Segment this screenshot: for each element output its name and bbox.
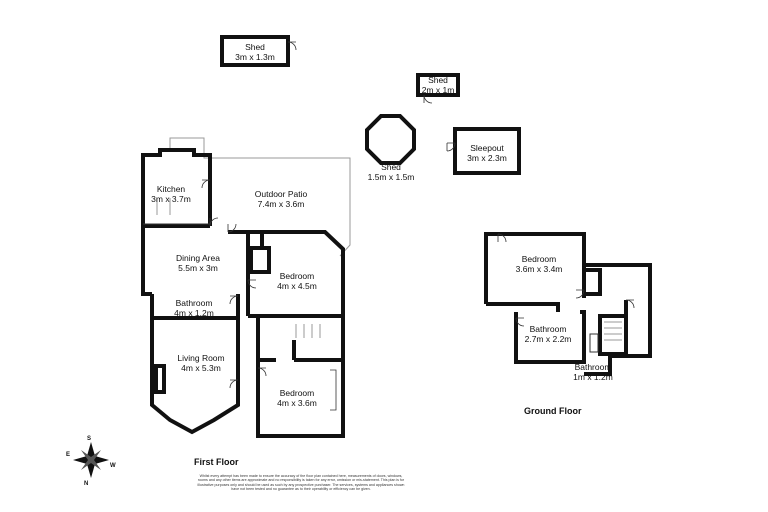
room-label-outdoor-patio: Outdoor Patio 7.4m x 3.6m [255,189,307,209]
room-dims: 7.4m x 3.6m [257,199,305,209]
shed-1-outline [220,35,297,67]
room-label-kitchen: Kitchen 3m x 3.7m [151,184,191,204]
room-name: Bathroom [175,298,213,308]
room-name: Bathroom [574,362,612,372]
room-label-shed-octagon: Shed 1.5m x 1.5m [368,162,415,182]
room-label-shed-2: Shed 2m x 1m [422,75,455,95]
room-dims: 1.5m x 1.5m [367,172,415,182]
compass-east-letter: E [66,452,71,458]
compass-west-letter: W [110,463,116,469]
room-dims: 1m x 1.2m [573,372,613,382]
first-floor-details [143,179,337,411]
room-dims: 4m x 1.2m [174,308,214,318]
first-floor-walls [141,148,345,438]
room-label-bedroom-3: Bedroom 3.6m x 3.4m [516,254,563,274]
room-label-sleepout: Sleepout 3m x 2.3m [467,143,507,163]
room-dims: 4m x 5.3m [181,363,221,373]
room-label-bedroom-1: Bedroom 4m x 4.5m [277,271,317,291]
room-name: Outdoor Patio [254,189,308,199]
room-name: Dining Area [176,253,220,263]
disclaimer-text: Whilst every attempt has been made to en… [197,474,405,492]
room-dims: 3m x 3.7m [151,194,191,204]
sleepout-outline [446,127,521,175]
patio-outline [169,137,351,257]
room-label-bathroom-1: Bathroom 4m x 1.2m [174,298,214,318]
room-dims: 4m x 4.5m [277,281,317,291]
room-label-dining-area: Dining Area 5.5m x 3m [176,253,220,273]
ground-floor-details [497,233,635,353]
room-name: Sleepout [470,143,504,153]
compass-south-letter: S [87,436,92,442]
ground-floor-label: Ground Floor [524,406,582,416]
compass-rose-icon [73,442,109,478]
first-floor-label: First Floor [194,457,239,467]
room-name: Shed [381,162,401,172]
room-name: Shed [245,42,265,52]
room-name: Bedroom [279,271,315,281]
room-dims: 3m x 2.3m [467,153,507,163]
room-name: Kitchen [156,184,186,194]
room-name: Shed [428,75,448,85]
room-label-bedroom-2: Bedroom 4m x 3.6m [277,388,317,408]
room-label-shed-1: Shed 3m x 1.3m [235,42,275,62]
room-dims: 3.6m x 3.4m [515,264,563,274]
compass-north-letter: N [84,481,89,487]
room-name: Bathroom [529,324,567,334]
room-label-bathroom-2: Bathroom 2.7m x 2.2m [525,324,572,344]
room-dims: 5.5m x 3m [178,263,218,273]
room-dims: 2.7m x 2.2m [524,334,572,344]
ground-floor-walls [484,232,652,376]
room-dims: 3m x 1.3m [235,52,275,62]
room-name: Living Room [177,353,225,363]
shed-octagon-outline [365,114,416,165]
room-name: Bedroom [279,388,315,398]
room-name: Bedroom [521,254,557,264]
room-dims: 2m x 1m [421,85,455,95]
room-dims: 4m x 3.6m [277,398,317,408]
room-label-living-room: Living Room 4m x 5.3m [177,353,224,373]
room-label-bathroom-3: Bathroom 1m x 1.2m [573,362,613,382]
shed-2-outline [416,73,460,104]
